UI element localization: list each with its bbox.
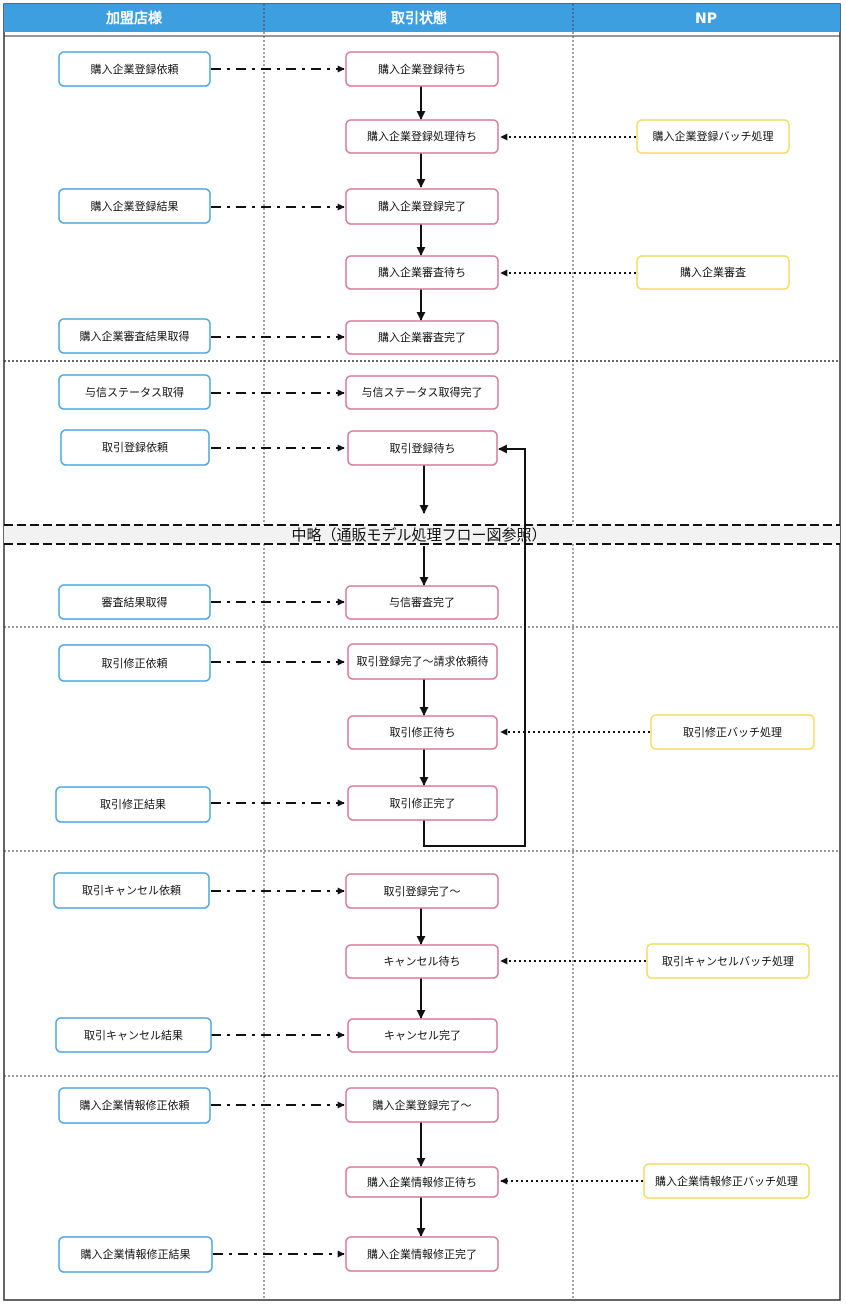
svg-text:購入企業審査: 購入企業審査 — [680, 265, 746, 279]
svg-text:取引修正依頼: 取引修正依頼 — [102, 656, 168, 670]
merchant-box-cancel-request: 取引キャンセル依頼 — [53, 872, 210, 909]
state-box-credit-review-complete: 与信審査完了 — [345, 585, 499, 620]
svg-text:購入企業登録完了～: 購入企業登録完了～ — [373, 1098, 472, 1112]
svg-text:取引修正完了: 取引修正完了 — [390, 796, 456, 810]
merchant-box-transaction-request: 取引登録依頼 — [60, 429, 210, 466]
svg-text:審査結果取得: 審査結果取得 — [102, 595, 168, 609]
svg-text:購入企業審査完了: 購入企業審査完了 — [378, 330, 466, 344]
state-box-register-processing: 購入企業登録処理待ち — [345, 119, 499, 154]
state-box-credit-status-complete: 与信ステータス取得完了 — [345, 375, 499, 410]
svg-text:取引修正結果: 取引修正結果 — [100, 797, 166, 811]
svg-text:購入企業登録待ち: 購入企業登録待ち — [378, 62, 466, 76]
omitted-banner — [4, 525, 840, 544]
svg-text:取引登録完了～: 取引登録完了～ — [384, 884, 461, 898]
merchant-box-register-request: 購入企業登録依頼 — [58, 51, 211, 87]
svg-text:与信審査完了: 与信審査完了 — [389, 595, 455, 609]
merchant-box-review-result: 審査結果取得 — [58, 584, 211, 620]
state-box-cancel-waiting: キャンセル待ち — [345, 944, 499, 979]
svg-text:購入企業情報修正バッチ処理: 購入企業情報修正バッチ処理 — [655, 1174, 798, 1188]
lane-header-np: NP — [695, 11, 717, 27]
svg-text:取引修正バッチ処理: 取引修正バッチ処理 — [683, 725, 782, 739]
np-box-modify-batch: 取引修正バッチ処理 — [650, 714, 815, 750]
state-box-info-modify-complete: 購入企業情報修正完了 — [345, 1236, 499, 1272]
state-box-register-complete: 購入企業登録完了 — [345, 188, 499, 225]
svg-text:取引修正待ち: 取引修正待ち — [390, 725, 456, 739]
svg-text:取引登録待ち: 取引登録待ち — [390, 441, 456, 455]
merchant-box-modify-result: 取引修正結果 — [55, 786, 211, 823]
state-box-screening-complete: 購入企業審査完了 — [345, 320, 499, 355]
state-box-transaction-waiting: 取引登録待ち — [347, 430, 498, 466]
svg-text:購入企業登録結果: 購入企業登録結果 — [91, 199, 179, 213]
merchant-box-screening-result: 購入企業審査結果取得 — [58, 318, 211, 354]
svg-text:購入企業登録完了: 購入企業登録完了 — [378, 199, 466, 213]
svg-text:購入企業登録依頼: 購入企業登録依頼 — [91, 62, 179, 76]
svg-text:与信ステータス取得: 与信ステータス取得 — [85, 386, 184, 399]
lane-header-merchant: 加盟店様 — [105, 10, 163, 27]
header-bar — [4, 4, 840, 32]
svg-text:購入企業登録処理待ち: 購入企業登録処理待ち — [367, 129, 477, 143]
svg-text:キャンセル完了: キャンセル完了 — [384, 1028, 461, 1042]
merchant-box-register-result: 購入企業登録結果 — [58, 188, 211, 224]
state-box-cancel-complete: キャンセル完了 — [347, 1018, 498, 1053]
merchant-box-credit-status: 与信ステータス取得 — [58, 374, 211, 410]
state-box-register-waiting: 購入企業登録待ち — [345, 51, 499, 87]
svg-text:取引登録完了～請求依頼待: 取引登録完了～請求依頼待 — [357, 654, 489, 668]
merchant-box-modify-request: 取引修正依頼 — [58, 644, 211, 682]
state-box-registered-billing-waiting: 取引登録完了～請求依頼待 — [347, 643, 498, 680]
svg-text:取引キャンセルバッチ処理: 取引キャンセルバッチ処理 — [662, 954, 794, 968]
state-box-buyer-registered: 購入企業登録完了～ — [345, 1087, 499, 1123]
state-box-modify-waiting: 取引修正待ち — [347, 715, 498, 750]
svg-text:取引キャンセル結果: 取引キャンセル結果 — [84, 1028, 183, 1042]
omitted-banner-text: 中略（通販モデル処理フロー図参照） — [291, 526, 546, 544]
svg-text:購入企業情報修正完了: 購入企業情報修正完了 — [367, 1247, 477, 1261]
svg-text:購入企業審査待ち: 購入企業審査待ち — [378, 265, 466, 279]
state-box-registered-complete: 取引登録完了～ — [345, 873, 499, 909]
state-box-modify-complete: 取引修正完了 — [347, 785, 498, 821]
merchant-box-info-modify-result: 購入企業情報修正結果 — [58, 1236, 213, 1273]
np-box-cancel-batch: 取引キャンセルバッチ処理 — [646, 943, 810, 979]
svg-text:キャンセル待ち: キャンセル待ち — [384, 954, 461, 968]
np-box-info-modify-batch: 購入企業情報修正バッチ処理 — [643, 1163, 810, 1199]
svg-text:購入企業情報修正結果: 購入企業情報修正結果 — [81, 1247, 191, 1261]
svg-text:購入企業情報修正待ち: 購入企業情報修正待ち — [367, 1175, 477, 1189]
np-box-register-batch: 購入企業登録バッチ処理 — [636, 119, 790, 154]
loop-back-arrow — [423, 444, 526, 847]
svg-text:購入企業審査結果取得: 購入企業審査結果取得 — [80, 329, 190, 343]
lane-header-state: 取引状態 — [391, 10, 447, 27]
svg-text:取引登録依頼: 取引登録依頼 — [102, 440, 168, 454]
state-box-screening-waiting: 購入企業審査待ち — [345, 255, 499, 290]
merchant-box-info-modify-request: 購入企業情報修正依頼 — [58, 1087, 211, 1124]
svg-text:購入企業登録バッチ処理: 購入企業登録バッチ処理 — [653, 129, 774, 143]
svg-text:取引キャンセル依頼: 取引キャンセル依頼 — [82, 883, 181, 897]
state-box-info-modify-waiting: 購入企業情報修正待ち — [345, 1166, 499, 1198]
merchant-box-cancel-result: 取引キャンセル結果 — [55, 1017, 212, 1053]
np-box-screening: 購入企業審査 — [636, 255, 790, 290]
svg-text:与信ステータス取得完了: 与信ステータス取得完了 — [362, 385, 483, 399]
svg-text:購入企業情報修正依頼: 購入企業情報修正依頼 — [80, 1098, 190, 1112]
